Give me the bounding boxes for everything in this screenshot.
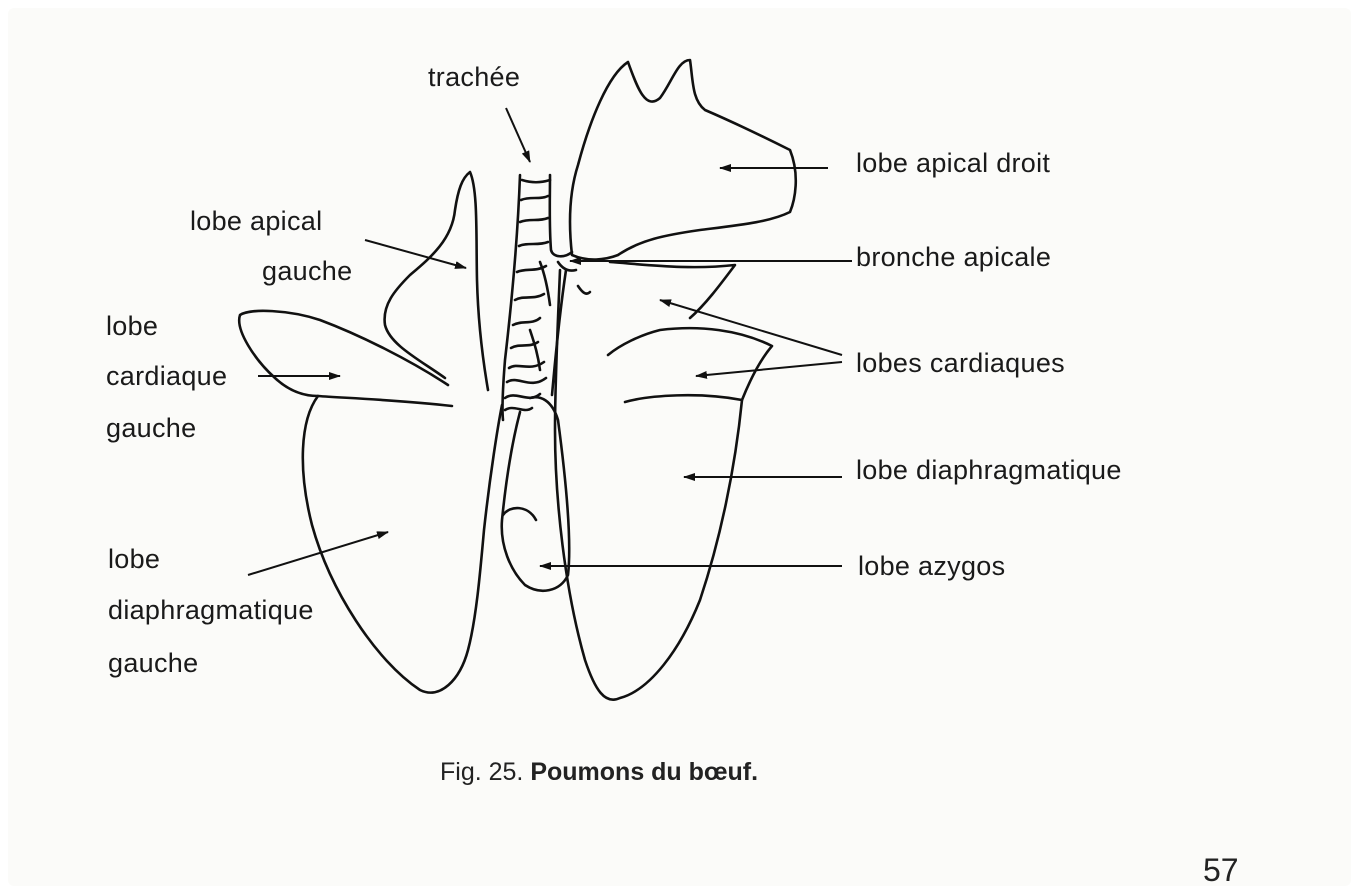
label-lobe-diaphragmatique-gauche-line3: gauche (108, 650, 198, 677)
azygos-lobe-inner (503, 508, 536, 520)
page-number: 57 (1203, 852, 1239, 889)
right-cardiac-lobe-lower (625, 395, 742, 402)
arrow-trachee (506, 108, 530, 162)
left-cardiac-lobe-outline (239, 311, 452, 406)
label-lobe-diaphragmatique: lobe diaphragmatique (856, 457, 1122, 484)
trachea-left-wall (503, 175, 520, 420)
label-lobe-cardiaque-gauche-line3: gauche (106, 415, 196, 442)
arrow-lobe-apical-gauche (365, 240, 466, 268)
azygos-lobe-outline (502, 397, 570, 591)
caption-prefix: Fig. 25. (440, 758, 523, 786)
right-apical-lobe-outline (570, 60, 796, 260)
right-lung-outline (555, 270, 772, 700)
label-lobe-azygos: lobe azygos (858, 553, 1005, 580)
label-lobes-cardiaques: lobes cardiaques (856, 350, 1065, 377)
label-lobe-apical-gauche-line2: gauche (262, 258, 352, 285)
label-lobe-diaphragmatique-gauche-line1: lobe (108, 546, 160, 573)
figure-caption: Fig. 25. Poumons du bœuf. (440, 758, 758, 787)
label-trachee: trachée (428, 64, 520, 91)
label-bronche-apicale: bronche apicale (856, 244, 1051, 271)
right-cardiac-lobe-upper (610, 262, 735, 318)
caption-title: Poumons du bœuf. (530, 758, 758, 786)
label-lobe-cardiaque-gauche-line2: cardiaque (106, 363, 227, 390)
trachea-right-wall (550, 175, 572, 256)
label-lobe-apical-gauche-line1: lobe apical (190, 208, 322, 235)
arrow-lobe-diaphragmatique-gauche (248, 532, 388, 575)
label-lobe-cardiaque-gauche-line1: lobe (106, 313, 158, 340)
arrow-lobes-cardiaques-2 (696, 362, 842, 376)
label-lobe-diaphragmatique-gauche-line2: diaphragmatique (108, 597, 314, 624)
left-diaphragmatic-lobe-outline (303, 396, 502, 693)
label-lobe-apical-droit: lobe apical droit (856, 150, 1050, 177)
